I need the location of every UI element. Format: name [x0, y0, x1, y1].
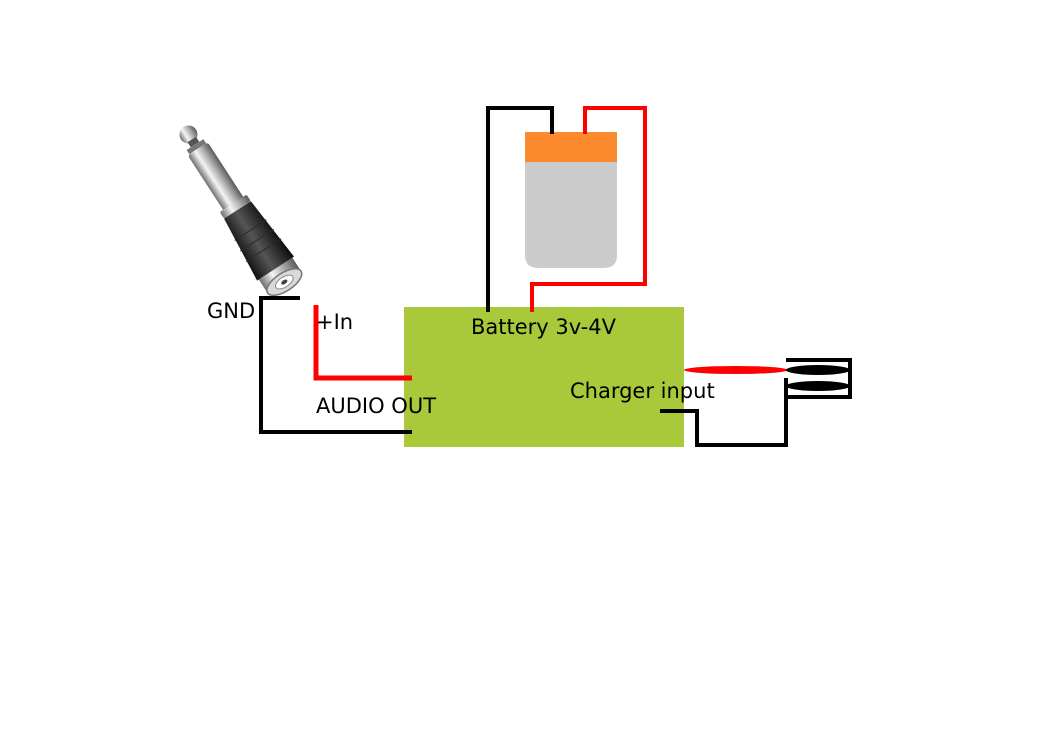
battery-positive-wire — [530, 106, 647, 312]
charger-positive-wire — [684, 366, 788, 374]
plus-in-label: +In — [316, 310, 354, 334]
audio-positive-wire — [313, 305, 412, 381]
audio-ground-wire — [259, 296, 412, 434]
rca-to-mono-jack-adapter-icon — [179, 125, 303, 297]
audio-out-label: AUDIO OUT — [316, 394, 437, 418]
charger-ground-wire — [660, 378, 788, 447]
battery-label: Battery 3v-4V — [471, 315, 616, 339]
charger-socket-icon — [786, 358, 852, 399]
circuit-board — [404, 307, 684, 447]
gnd-label: GND — [207, 299, 256, 323]
battery-cell-icon — [525, 132, 617, 268]
battery-negative-wire — [486, 106, 554, 312]
charger-input-label: Charger input — [570, 379, 715, 403]
